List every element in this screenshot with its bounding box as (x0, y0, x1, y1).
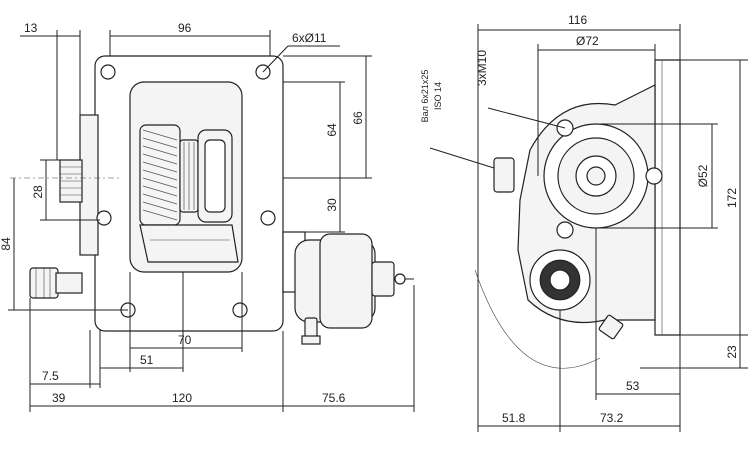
bottom-bearing-inner (549, 269, 571, 291)
dim-23: 23 (725, 345, 739, 359)
front-view: 13 96 6xØ11 64 66 28 30 84 70 51 7.5 39 … (0, 21, 415, 412)
dim-28: 28 (31, 185, 45, 199)
dim-3xm10: 3xM10 (475, 50, 489, 86)
dim-84: 84 (0, 237, 13, 251)
pump (282, 231, 414, 345)
dim-d52: Ø52 (696, 164, 710, 187)
dim-holes: 6xØ11 (292, 31, 327, 45)
side-shaft (493, 157, 515, 193)
side-flange (654, 59, 681, 336)
dim-53: 53 (626, 379, 640, 393)
front-dimensions (8, 30, 415, 412)
side-fitting (598, 314, 624, 340)
side-view: 116 Ø72 3xM10 Вал 6х21х25 ISO 14 Ø52 172… (420, 13, 748, 432)
bolt-boss (645, 167, 663, 185)
mount-hole (96, 210, 112, 226)
side-dimensions (477, 24, 748, 432)
dim-73-2: 73.2 (600, 411, 624, 425)
dim-51: 51 (140, 353, 154, 367)
gear-assembly (139, 124, 233, 226)
left-boss (79, 114, 99, 256)
dim-7-5: 7.5 (42, 369, 59, 383)
dim-13: 13 (24, 21, 38, 35)
dim-66: 66 (351, 111, 365, 125)
dim-39: 39 (52, 391, 66, 405)
dim-96: 96 (178, 21, 192, 35)
mount-hole (232, 302, 248, 318)
dim-30: 30 (325, 198, 339, 212)
dim-51-8: 51.8 (502, 411, 526, 425)
dim-d72: Ø72 (576, 34, 599, 48)
lower-cover (139, 224, 239, 263)
dim-70: 70 (178, 333, 192, 347)
mount-hole (100, 64, 116, 80)
dim-116: 116 (568, 13, 587, 27)
shaft-note-line2: ISO 14 (433, 82, 443, 110)
dim-75-6: 75.6 (322, 391, 346, 405)
dim-172: 172 (725, 188, 739, 208)
shaft-note-line1: Вал 6х21х25 (420, 70, 430, 123)
mount-hole (260, 210, 276, 226)
dim-120: 120 (172, 391, 192, 405)
dim-64: 64 (325, 123, 339, 137)
top-bore-shaft (586, 166, 606, 186)
bolt-boss (556, 221, 574, 239)
